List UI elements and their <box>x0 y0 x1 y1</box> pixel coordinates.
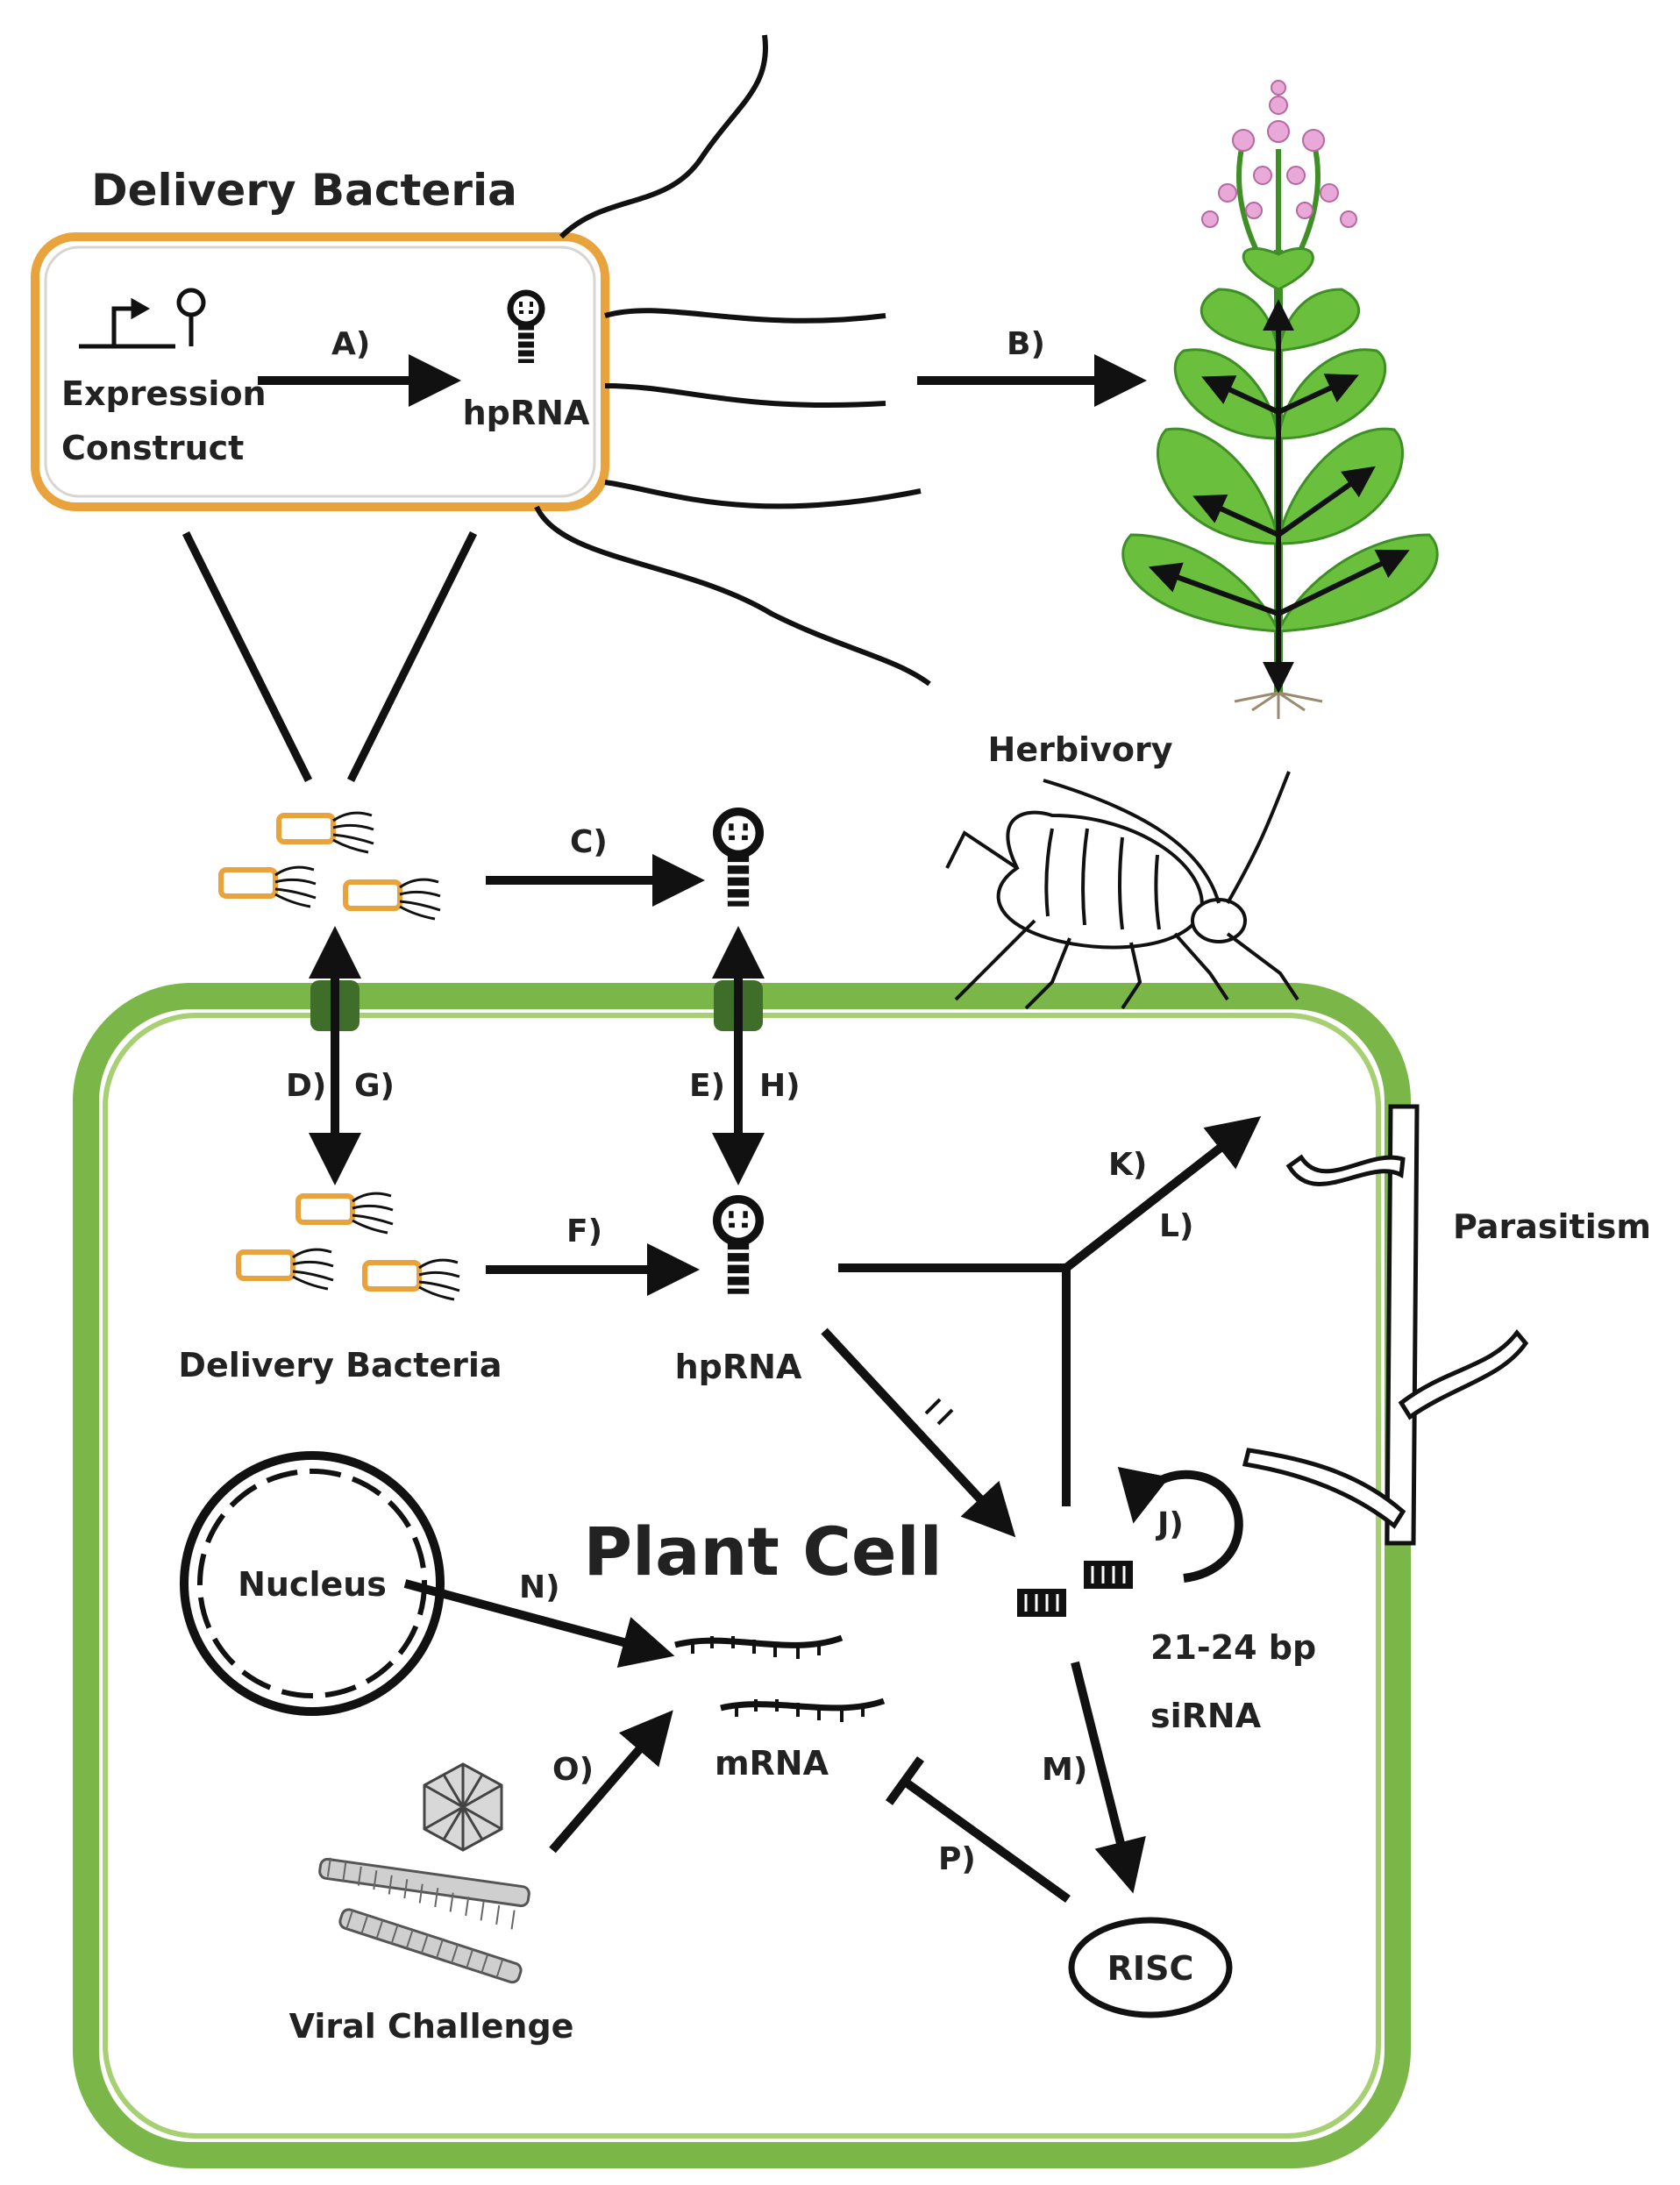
arrow-e-label: E) <box>689 1068 725 1104</box>
arrow-n-label: N) <box>519 1569 560 1605</box>
delivery-bacterium-cell-inner <box>44 246 596 498</box>
arrow-g-label: G) <box>354 1068 395 1104</box>
plant-cell-title: Plant Cell <box>583 1512 942 1591</box>
plant-transport-arrows <box>1148 299 1410 694</box>
arrow-m-label: M) <box>1042 1752 1087 1788</box>
arrow-a-label: A) <box>331 326 370 362</box>
nucleus-label: Nucleus <box>238 1565 387 1604</box>
expression-label: Expression <box>61 374 267 413</box>
arrow-n <box>403 1579 675 1669</box>
delivery-bacteria-top-label: Delivery Bacteria <box>91 165 517 216</box>
zoom-line-left <box>182 530 313 783</box>
risc-complex <box>1068 1917 1233 2018</box>
delivery-bacteria-inner-label: Delivery Bacteria <box>178 1346 502 1384</box>
rod-virus-icon <box>318 1857 530 1984</box>
arrow-k-label: K) <box>1108 1147 1147 1183</box>
parasitism-label: Parasitism <box>1453 1207 1651 1246</box>
arrow-j-label: J) <box>1155 1506 1184 1542</box>
sirna-label-line1: 21-24 bp <box>1150 1628 1316 1667</box>
arrow-p-inhibition <box>902 1777 1071 1904</box>
arrow-f-label: F) <box>566 1213 602 1249</box>
sirna-label-line2: siRNA <box>1150 1697 1262 1735</box>
parasitic-plant-icon <box>1242 1104 1529 1546</box>
arrow-o-label: O) <box>552 1752 594 1788</box>
herbivory-label: Herbivory <box>988 730 1173 769</box>
hprna-inner-label: hpRNA <box>675 1348 802 1386</box>
flagella <box>534 34 931 687</box>
arrow-d-label: D) <box>286 1068 326 1104</box>
arrow-l-label: L) <box>1159 1208 1193 1244</box>
mrna-icon <box>674 1634 886 1722</box>
nucleus <box>180 1451 445 1716</box>
arrow-o <box>549 1710 673 1854</box>
hprna-outside-icon <box>717 812 760 907</box>
expression-construct-icon <box>79 288 206 349</box>
arrow-b-label: B) <box>1007 326 1045 362</box>
arrow-p-label: P) <box>938 1841 976 1877</box>
mrna-label: mRNA <box>715 1744 829 1783</box>
hprna-top-label: hpRNA <box>463 394 590 432</box>
aphid-icon <box>945 771 1299 1010</box>
sirna-duplex-icon <box>1017 1561 1133 1617</box>
arrow-j-loop <box>1117 1466 1243 1583</box>
virus-particle-icon <box>423 1762 503 1852</box>
arrow-h-label: H) <box>759 1068 801 1104</box>
zoom-line-right <box>346 530 478 783</box>
bacteria-cluster-outside <box>221 813 440 919</box>
dicer-cut-mark <box>924 1398 954 1426</box>
arrow-dicing <box>821 1327 1016 1538</box>
nuclear-envelope <box>197 1469 427 1698</box>
construct-label: Construct <box>61 429 244 467</box>
arrow-c-label: C) <box>570 824 608 860</box>
arrow-m <box>1071 1661 1146 1894</box>
arrow-kl <box>1063 1115 1262 1271</box>
viral-challenge-label: Viral Challenge <box>289 2007 574 2046</box>
arrow-p-bar <box>885 1756 925 1805</box>
risc-label: RISC <box>1107 1949 1194 1988</box>
